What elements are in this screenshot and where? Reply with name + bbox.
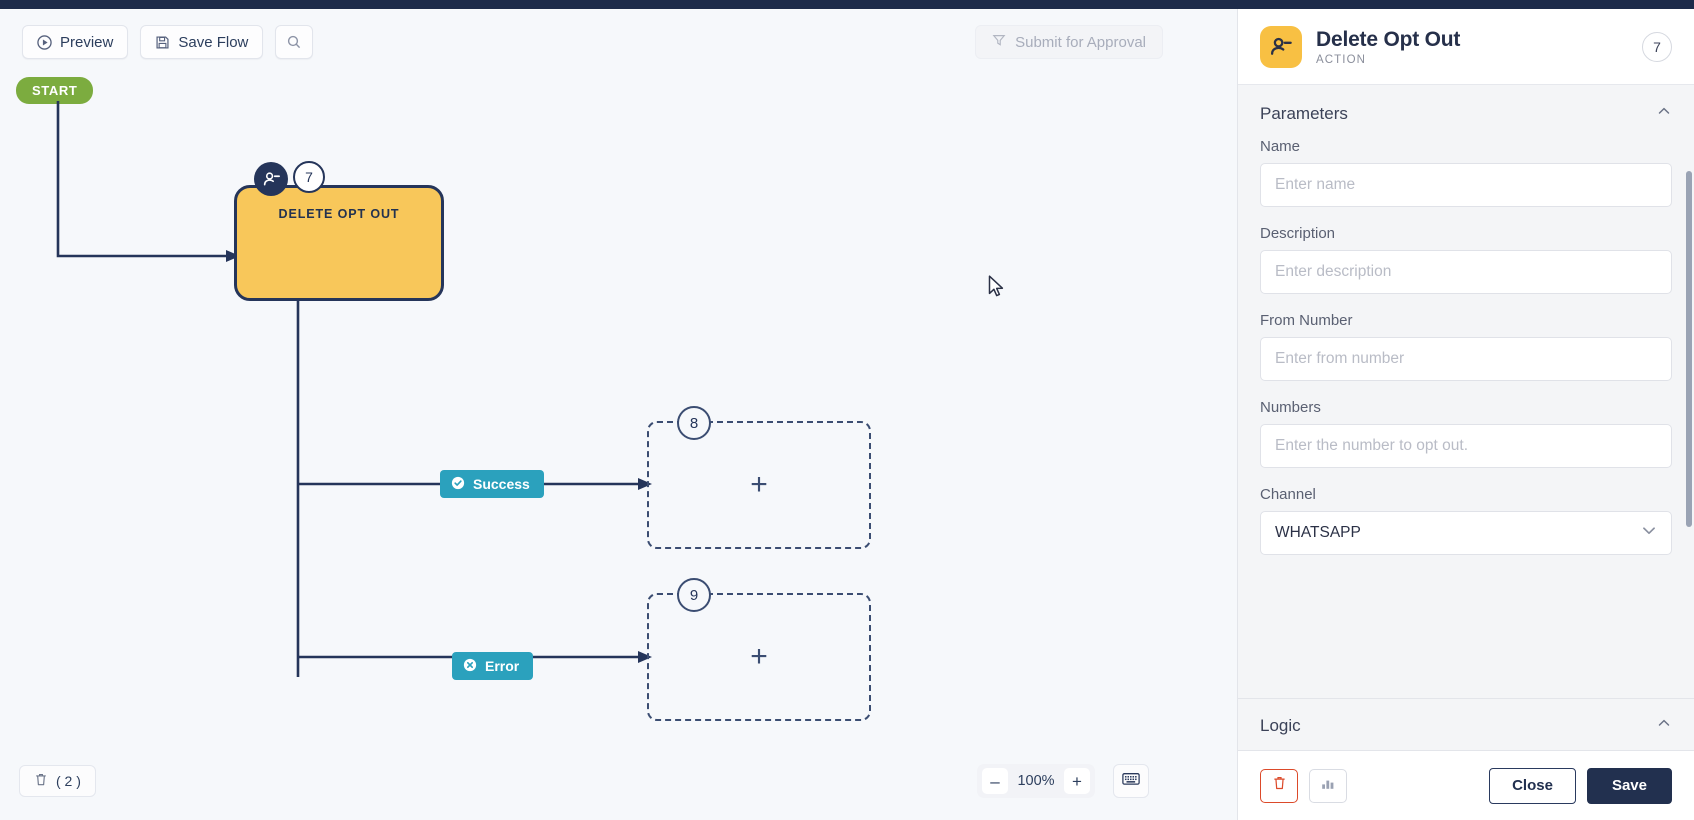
branch-chip-success[interactable]: Success: [440, 470, 544, 498]
save-flow-label: Save Flow: [178, 33, 249, 51]
preview-label: Preview: [60, 33, 114, 51]
dropzone-error[interactable]: 9 +: [647, 578, 871, 721]
keyboard-icon: [1122, 772, 1140, 791]
panel-scrollbar[interactable]: [1686, 171, 1692, 527]
close-button[interactable]: Close: [1489, 767, 1576, 804]
panel-footer: Close Save: [1238, 750, 1694, 820]
chevron-up-icon[interactable]: [1656, 715, 1672, 736]
panel-title: Delete Opt Out: [1316, 27, 1461, 51]
delete-node-button[interactable]: [1260, 768, 1298, 803]
parameters-section-header[interactable]: Parameters: [1238, 85, 1694, 138]
field-label-description: Description: [1260, 225, 1336, 242]
save-flow-button[interactable]: Save Flow: [140, 25, 264, 59]
dropzone-success[interactable]: 8 +: [647, 406, 871, 549]
mouse-cursor: [988, 275, 1005, 304]
play-icon: [37, 34, 52, 50]
dropzone-number: 8: [689, 414, 699, 432]
floppy-disk-icon: [155, 35, 170, 50]
start-node[interactable]: START: [16, 77, 94, 104]
from-number-input[interactable]: [1260, 337, 1672, 381]
person-minus-icon: [254, 162, 288, 196]
flow-canvas[interactable]: Preview Save Flow: [0, 9, 1237, 820]
branch-chip-error[interactable]: Error: [452, 652, 534, 680]
add-node-plus-icon[interactable]: +: [750, 468, 768, 501]
branch-label-error: Error: [485, 658, 520, 674]
field-numbers: Numbers: [1238, 399, 1694, 472]
name-input[interactable]: [1260, 163, 1672, 207]
description-input[interactable]: [1260, 250, 1672, 294]
field-label-from-number: From Number: [1260, 312, 1353, 329]
node-number-badge: 7: [293, 161, 325, 193]
start-label: START: [32, 83, 78, 98]
panel-header: Delete Opt Out ACTION 7: [1238, 9, 1694, 85]
panel-header-text: Delete Opt Out ACTION: [1316, 28, 1628, 66]
field-description: Description: [1238, 225, 1694, 298]
node-delete-opt-out[interactable]: 7 DELETE OPT OUT: [234, 161, 444, 301]
submit-label: Submit for Approval: [1015, 33, 1146, 51]
preview-button[interactable]: Preview: [22, 25, 129, 59]
node-stats-button[interactable]: [1309, 768, 1347, 803]
node-title: DELETE OPT OUT: [278, 207, 400, 221]
field-name: Name: [1238, 138, 1694, 211]
node-number: 7: [305, 169, 313, 185]
x-circle-icon: [463, 658, 477, 675]
add-node-plus-icon[interactable]: +: [750, 640, 768, 673]
trash-icon: [1272, 775, 1287, 796]
dropzone-number: 9: [689, 586, 699, 604]
search-icon: [286, 34, 302, 50]
panel-subtitle: ACTION: [1316, 53, 1367, 66]
arrow-head: [226, 250, 240, 262]
top-accent-bar: [0, 0, 1694, 9]
field-label-name: Name: [1260, 138, 1301, 155]
filter-icon: [992, 33, 1006, 51]
canvas-toolbar: Preview Save Flow: [22, 25, 314, 59]
dropzone-number-badge: 8: [677, 406, 711, 440]
branch-label-success: Success: [473, 476, 530, 492]
zoom-level-label: 100%: [1017, 773, 1055, 789]
properties-panel: Delete Opt Out ACTION 7 Parameters Name …: [1237, 9, 1694, 820]
delete-selected-button[interactable]: ( 2 ): [19, 765, 96, 797]
logic-section-header[interactable]: Logic: [1238, 698, 1694, 750]
zoom-controls: – 100% +: [977, 764, 1095, 798]
zoom-in-button[interactable]: +: [1064, 768, 1090, 794]
person-minus-icon: [1260, 25, 1302, 68]
arrow-head: [638, 651, 652, 663]
panel-step-badge: 7: [1642, 31, 1672, 62]
field-from-number: From Number: [1238, 312, 1694, 385]
arrow-head: [638, 478, 652, 490]
zoom-out-button[interactable]: –: [982, 768, 1008, 794]
dropzone-number-badge: 9: [677, 578, 711, 612]
check-circle-icon: [451, 476, 465, 493]
channel-select[interactable]: [1260, 511, 1672, 555]
field-label-numbers: Numbers: [1260, 399, 1321, 416]
save-button[interactable]: Save: [1586, 767, 1672, 804]
chevron-up-icon[interactable]: [1656, 103, 1672, 124]
submit-for-approval-button[interactable]: Submit for Approval: [975, 25, 1163, 59]
search-button[interactable]: [275, 25, 314, 59]
channel-select-wrapper[interactable]: [1260, 511, 1672, 555]
panel-body: Parameters Name Description From Number: [1238, 85, 1694, 750]
selected-count-label: ( 2 ): [56, 773, 81, 789]
bar-chart-icon: [1320, 776, 1336, 796]
keyboard-shortcuts-button[interactable]: [1113, 764, 1149, 798]
parameters-title: Parameters: [1260, 103, 1348, 123]
logic-title: Logic: [1260, 715, 1301, 735]
trash-icon: [34, 772, 48, 790]
numbers-input[interactable]: [1260, 424, 1672, 468]
field-channel: Channel: [1238, 486, 1694, 559]
field-label-channel: Channel: [1260, 486, 1316, 503]
connector-wires: [56, 101, 652, 677]
